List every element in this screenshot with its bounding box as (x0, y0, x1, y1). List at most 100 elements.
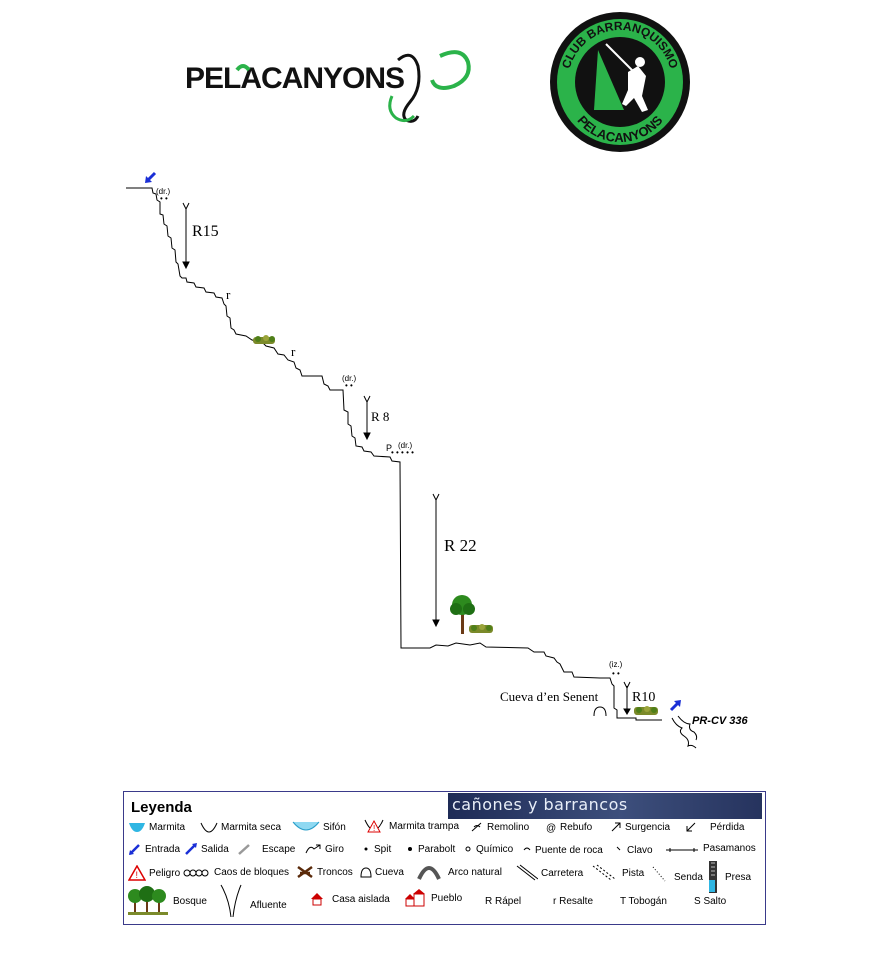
legend-item-tobogan: T Tobogán (620, 896, 667, 907)
legend-item-salida: Salida (184, 843, 229, 855)
legend-item-caos-bloques: Caos de bloques (183, 867, 289, 878)
entrada-icon (129, 844, 140, 855)
casa-aislada-icon (311, 893, 323, 906)
legend-item-remolino: Remolino (470, 821, 529, 833)
afluente-icon (220, 884, 242, 918)
anchor-note-3: (dr.) (398, 441, 413, 450)
peligro-icon: ! (128, 865, 146, 881)
legend-item-peligro: ! Peligro (128, 865, 180, 881)
exit-path-label: PR-CV 336 (692, 715, 749, 727)
carretera-icon (516, 864, 538, 881)
parabolt-icon (408, 847, 412, 851)
rappel-label-r15: R15 (192, 223, 219, 240)
legend-item-sifon: Sifón (292, 819, 346, 835)
tree-marker (450, 595, 475, 634)
resalte-label-2: r (291, 344, 296, 359)
legend-item-giro: Giro (304, 843, 344, 855)
legend-item-spit: Spit (361, 843, 391, 855)
quimico-icon (465, 846, 471, 852)
legend-item-afluente: Afluente (219, 884, 287, 918)
surgencia-icon (611, 822, 621, 832)
presa-icon (709, 861, 717, 893)
troncos-icon (297, 865, 313, 879)
pasamanos-icon (666, 848, 698, 852)
clavo-icon (616, 846, 621, 851)
legend-banner-text: cañones y barrancos (452, 795, 628, 814)
spit-icon (364, 847, 368, 851)
legend-item-clavo: Clavo (614, 844, 653, 856)
svg-text:@: @ (546, 823, 556, 833)
svg-text:!: ! (136, 870, 139, 880)
remolino-icon (471, 822, 482, 832)
legend-item-casa-aislada: Casa aislada (310, 892, 390, 906)
svg-text:!: ! (373, 824, 375, 833)
salida-icon (185, 843, 197, 855)
svg-text:• • • • •: • • • • • (391, 448, 414, 457)
rappel-labels: R15 R 8 R 22 R10 r r (192, 223, 655, 705)
anchor-note-1: (dr.) (156, 187, 171, 196)
perdida-icon (686, 822, 696, 832)
giro-icon (305, 844, 321, 854)
salida-marker (669, 700, 681, 712)
legend-item-cueva: Cueva (360, 866, 404, 878)
legend-item-puente-roca: Puente de roca (522, 844, 603, 856)
legend-item-rebufo: @ Rebufo (546, 821, 593, 834)
legend-item-quimico: Químico (463, 843, 513, 855)
puente-roca-icon (523, 847, 531, 851)
legend-item-presa: Presa (706, 860, 751, 894)
pueblo-icon (405, 889, 425, 907)
legend-item-marmita-seca: Marmita seca (200, 821, 281, 833)
legend-item-pueblo: Pueblo (404, 888, 462, 908)
bosque-marker-3 (634, 706, 658, 715)
legend-title: Leyenda (131, 799, 192, 816)
caos-bloques-icon (183, 869, 209, 876)
canyon-topo-diagram: PELACANYONS CLUB BARRANQUISMO PELACANYON… (126, 12, 749, 749)
marmita-icon (129, 823, 145, 832)
senda-trail-icon (671, 715, 698, 749)
svg-text:PELACANYONS: PELACANYONS (185, 62, 404, 95)
cueva-icon (593, 706, 607, 717)
bosque-marker-2 (469, 624, 493, 633)
legend-item-escape: Escape (237, 843, 295, 855)
cueva-icon (360, 867, 372, 878)
cave-label: Cueva d’en Senent (500, 689, 599, 704)
pelacanyons-logo: PELACANYONS (185, 50, 471, 123)
legend-banner: cañones y barrancos (448, 793, 762, 819)
rappel-label-r10: R10 (632, 690, 655, 705)
marmita-trampa-icon: ! (364, 819, 384, 833)
legend-item-pista: Pista (591, 864, 644, 882)
sifon-icon (292, 821, 320, 831)
legend-item-salto: S Salto (694, 896, 727, 907)
bosque-marker-1 (253, 335, 275, 344)
bosque-icon (128, 886, 168, 915)
resalte-label-1: r (226, 287, 231, 302)
pista-icon (592, 864, 616, 881)
legend-item-arco-natural: Arco natural (417, 864, 502, 880)
anchor-notes: (dr.) • • (dr.) • • (dr.) • • • • • P (i… (156, 187, 623, 678)
legend-item-carretera: Carretera (516, 864, 583, 882)
senda-icon (652, 866, 666, 881)
anchor-note-2: (dr.) (342, 374, 357, 383)
logo-text: PELACANYONS (185, 62, 404, 95)
svg-text:• •: • • (345, 381, 353, 390)
canyon-profile (126, 187, 662, 721)
marmita-seca-icon (200, 822, 218, 833)
club-badge-logo: CLUB BARRANQUISMO PELACANYONS (550, 12, 690, 152)
legend-item-resalte: r Resalte (553, 896, 594, 907)
legend-item-entrada: Entrada (128, 843, 180, 855)
legend-panel: Leyenda cañones y barrancos Marmita Marm… (123, 791, 766, 925)
rappel-label-r8: R 8 (371, 409, 389, 424)
rebufo-icon: @ (546, 823, 556, 833)
legend-item-surgencia: Surgencia (610, 821, 670, 833)
legend-item-senda: Senda (651, 864, 703, 883)
legend-item-pasamanos: Pasamanos (664, 841, 756, 855)
legend-item-parabolt: Parabolt (405, 843, 455, 855)
svg-text:• •: • • (612, 669, 620, 678)
escape-icon (238, 844, 250, 855)
rappel-arrows (182, 202, 631, 715)
rappel-label-r22: R 22 (444, 536, 477, 555)
legend-item-perdida: Pérdida (685, 821, 744, 833)
legend-item-marmita: Marmita (128, 821, 185, 833)
legend-item-bosque: Bosque (126, 886, 207, 916)
pasamanos-mark: P (386, 443, 392, 453)
